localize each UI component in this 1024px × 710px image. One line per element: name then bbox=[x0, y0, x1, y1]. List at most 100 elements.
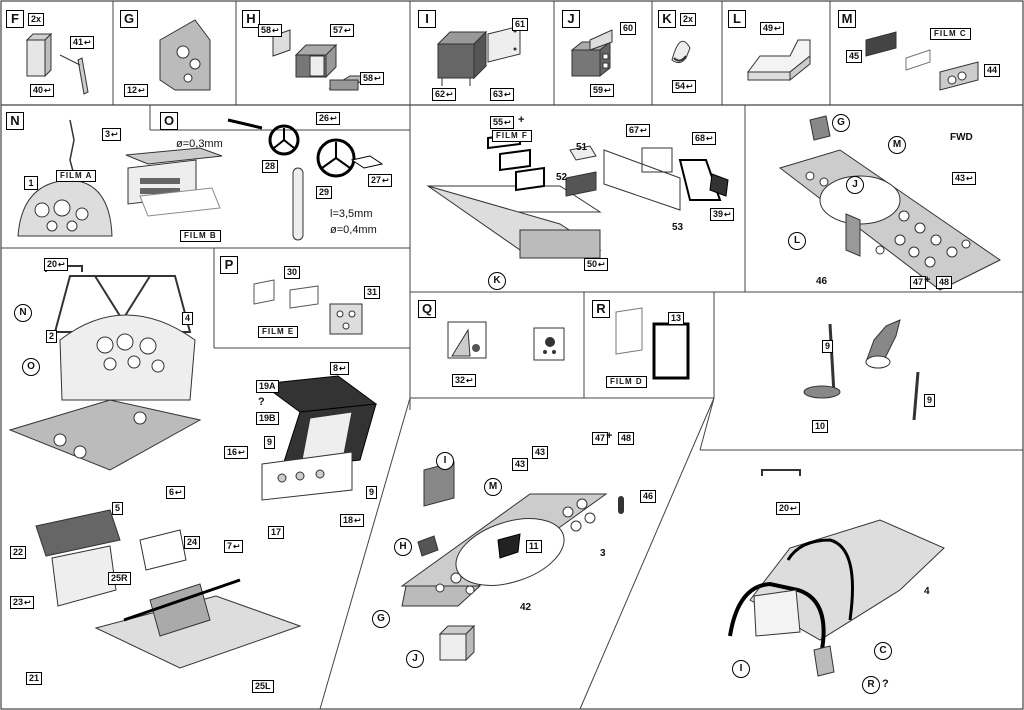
question-mark: ? bbox=[258, 396, 265, 408]
part-23-label: 23 bbox=[10, 596, 34, 609]
l-circle-label: L bbox=[788, 232, 806, 250]
part-13-label: 13 bbox=[668, 312, 685, 325]
g-circle-label-2: G bbox=[372, 610, 390, 628]
c-circle-label: C bbox=[874, 642, 892, 660]
part-3-label: 3 bbox=[102, 128, 121, 141]
m-circle-label-2: M bbox=[484, 478, 502, 496]
part-25l-label: 25L bbox=[252, 680, 274, 693]
part-46-label: 46 bbox=[816, 276, 828, 287]
film-d-label: FILM D bbox=[606, 376, 647, 388]
part-25r-label: 25R bbox=[108, 572, 131, 585]
n-circle-label: N bbox=[14, 304, 32, 322]
part-48-label: 48 bbox=[936, 276, 953, 289]
part-28-label: 28 bbox=[262, 160, 279, 173]
plus-sign-2: + bbox=[924, 274, 931, 286]
part-30-label: 30 bbox=[284, 266, 301, 279]
section-p-tag: P bbox=[220, 256, 238, 274]
part-41-label: 41 bbox=[70, 36, 94, 49]
part-17-label: 17 bbox=[268, 526, 285, 539]
m-circle-label: M bbox=[888, 136, 906, 154]
part-55-label: 55 bbox=[490, 116, 514, 129]
part-31-label: 31 bbox=[364, 286, 381, 299]
part-62-label: 62 bbox=[432, 88, 456, 101]
part-51-label: 51 bbox=[576, 142, 588, 153]
part-8-label: 8 bbox=[330, 362, 349, 375]
section-q-tag: Q bbox=[418, 300, 436, 318]
part-27-label: 27 bbox=[368, 174, 392, 187]
part-60-label: 60 bbox=[620, 22, 637, 35]
part-4b-label: 4 bbox=[924, 586, 930, 597]
section-f-multiplier: 2x bbox=[28, 13, 45, 26]
part-4-label: 4 bbox=[182, 312, 194, 325]
part-9c-label: 9 bbox=[822, 340, 834, 353]
part-47-label: 47 bbox=[910, 276, 927, 289]
section-f-tag: F bbox=[6, 10, 24, 28]
rod-diameter-text: ø=0,4mm bbox=[330, 224, 377, 236]
part-43a-label: 43 bbox=[532, 446, 549, 459]
part-40-label: 40 bbox=[30, 84, 54, 97]
o-circle-label: O bbox=[22, 358, 40, 376]
film-c-label: FILM C bbox=[930, 28, 971, 40]
part-61-label: 61 bbox=[512, 18, 529, 31]
part-45-label: 45 bbox=[846, 50, 863, 63]
g-circle-label: G bbox=[832, 114, 850, 132]
part-57-label: 57 bbox=[330, 24, 354, 37]
section-j-tag: J bbox=[562, 10, 580, 28]
k-circle-label: K bbox=[488, 272, 506, 290]
part-7-label: 7 bbox=[224, 540, 243, 553]
i-circle-label-2: I bbox=[732, 660, 750, 678]
part-54-label: 54 bbox=[672, 80, 696, 93]
part-1-label: 1 bbox=[24, 176, 38, 190]
section-m-tag: M bbox=[838, 10, 856, 28]
r-circle-label: R bbox=[862, 676, 880, 694]
h-circle-label: H bbox=[394, 538, 412, 556]
part-22-label: 22 bbox=[10, 546, 27, 559]
j-circle-label: J bbox=[846, 176, 864, 194]
question-mark-2: ? bbox=[882, 678, 889, 690]
film-a-label: FILM A bbox=[56, 170, 97, 182]
part-53-label: 53 bbox=[672, 222, 684, 233]
part-20b-label: 20 bbox=[776, 502, 800, 515]
wire-diameter-text: ø=0,3mm bbox=[176, 138, 223, 150]
part-32-label: 32 bbox=[452, 374, 476, 387]
part-39-label: 39 bbox=[710, 208, 734, 221]
section-o-tag: O bbox=[160, 112, 178, 130]
part-44-label: 44 bbox=[984, 64, 1001, 77]
section-k-multiplier: 2x bbox=[680, 13, 697, 26]
part-19b-label: 19B bbox=[256, 412, 279, 425]
section-h-tag: H bbox=[242, 10, 260, 28]
part-5-label: 5 bbox=[112, 502, 124, 515]
part-9a-label: 9 bbox=[264, 436, 276, 449]
film-e-label: FILM E bbox=[258, 326, 299, 338]
part-42-label: 42 bbox=[520, 602, 532, 613]
part-68-label: 68 bbox=[692, 132, 716, 145]
part-9b-label: 9 bbox=[366, 486, 378, 499]
part-50-label: 50 bbox=[584, 258, 608, 271]
section-n-tag: N bbox=[6, 112, 24, 130]
i-circle-label: I bbox=[436, 452, 454, 470]
part-46b-label: 46 bbox=[640, 490, 657, 503]
part-9d-label: 9 bbox=[924, 394, 936, 407]
part-21-label: 21 bbox=[26, 672, 43, 685]
part-19a-label: 19A bbox=[256, 380, 279, 393]
part-43-label: 43 bbox=[952, 172, 976, 185]
part-29-label: 29 bbox=[316, 186, 333, 199]
fwd-label: FWD bbox=[950, 132, 973, 143]
part-16-label: 16 bbox=[224, 446, 248, 459]
rod-length-text: l=3,5mm bbox=[330, 208, 373, 220]
part-6-label: 6 bbox=[166, 486, 185, 499]
part-26-label: 26 bbox=[316, 112, 340, 125]
section-k-tag: K bbox=[658, 10, 676, 28]
section-l-tag: L bbox=[728, 10, 746, 28]
part-58b-label: 58 bbox=[360, 72, 384, 85]
plus-sign: + bbox=[518, 114, 525, 126]
part-48b-label: 48 bbox=[618, 432, 635, 445]
part-12-label: 12 bbox=[124, 84, 148, 97]
film-f-label: FILM F bbox=[492, 130, 532, 142]
j-circle-label-2: J bbox=[406, 650, 424, 668]
section-g-tag: G bbox=[120, 10, 138, 28]
part-10-label: 10 bbox=[812, 420, 829, 433]
part-67-label: 67 bbox=[626, 124, 650, 137]
